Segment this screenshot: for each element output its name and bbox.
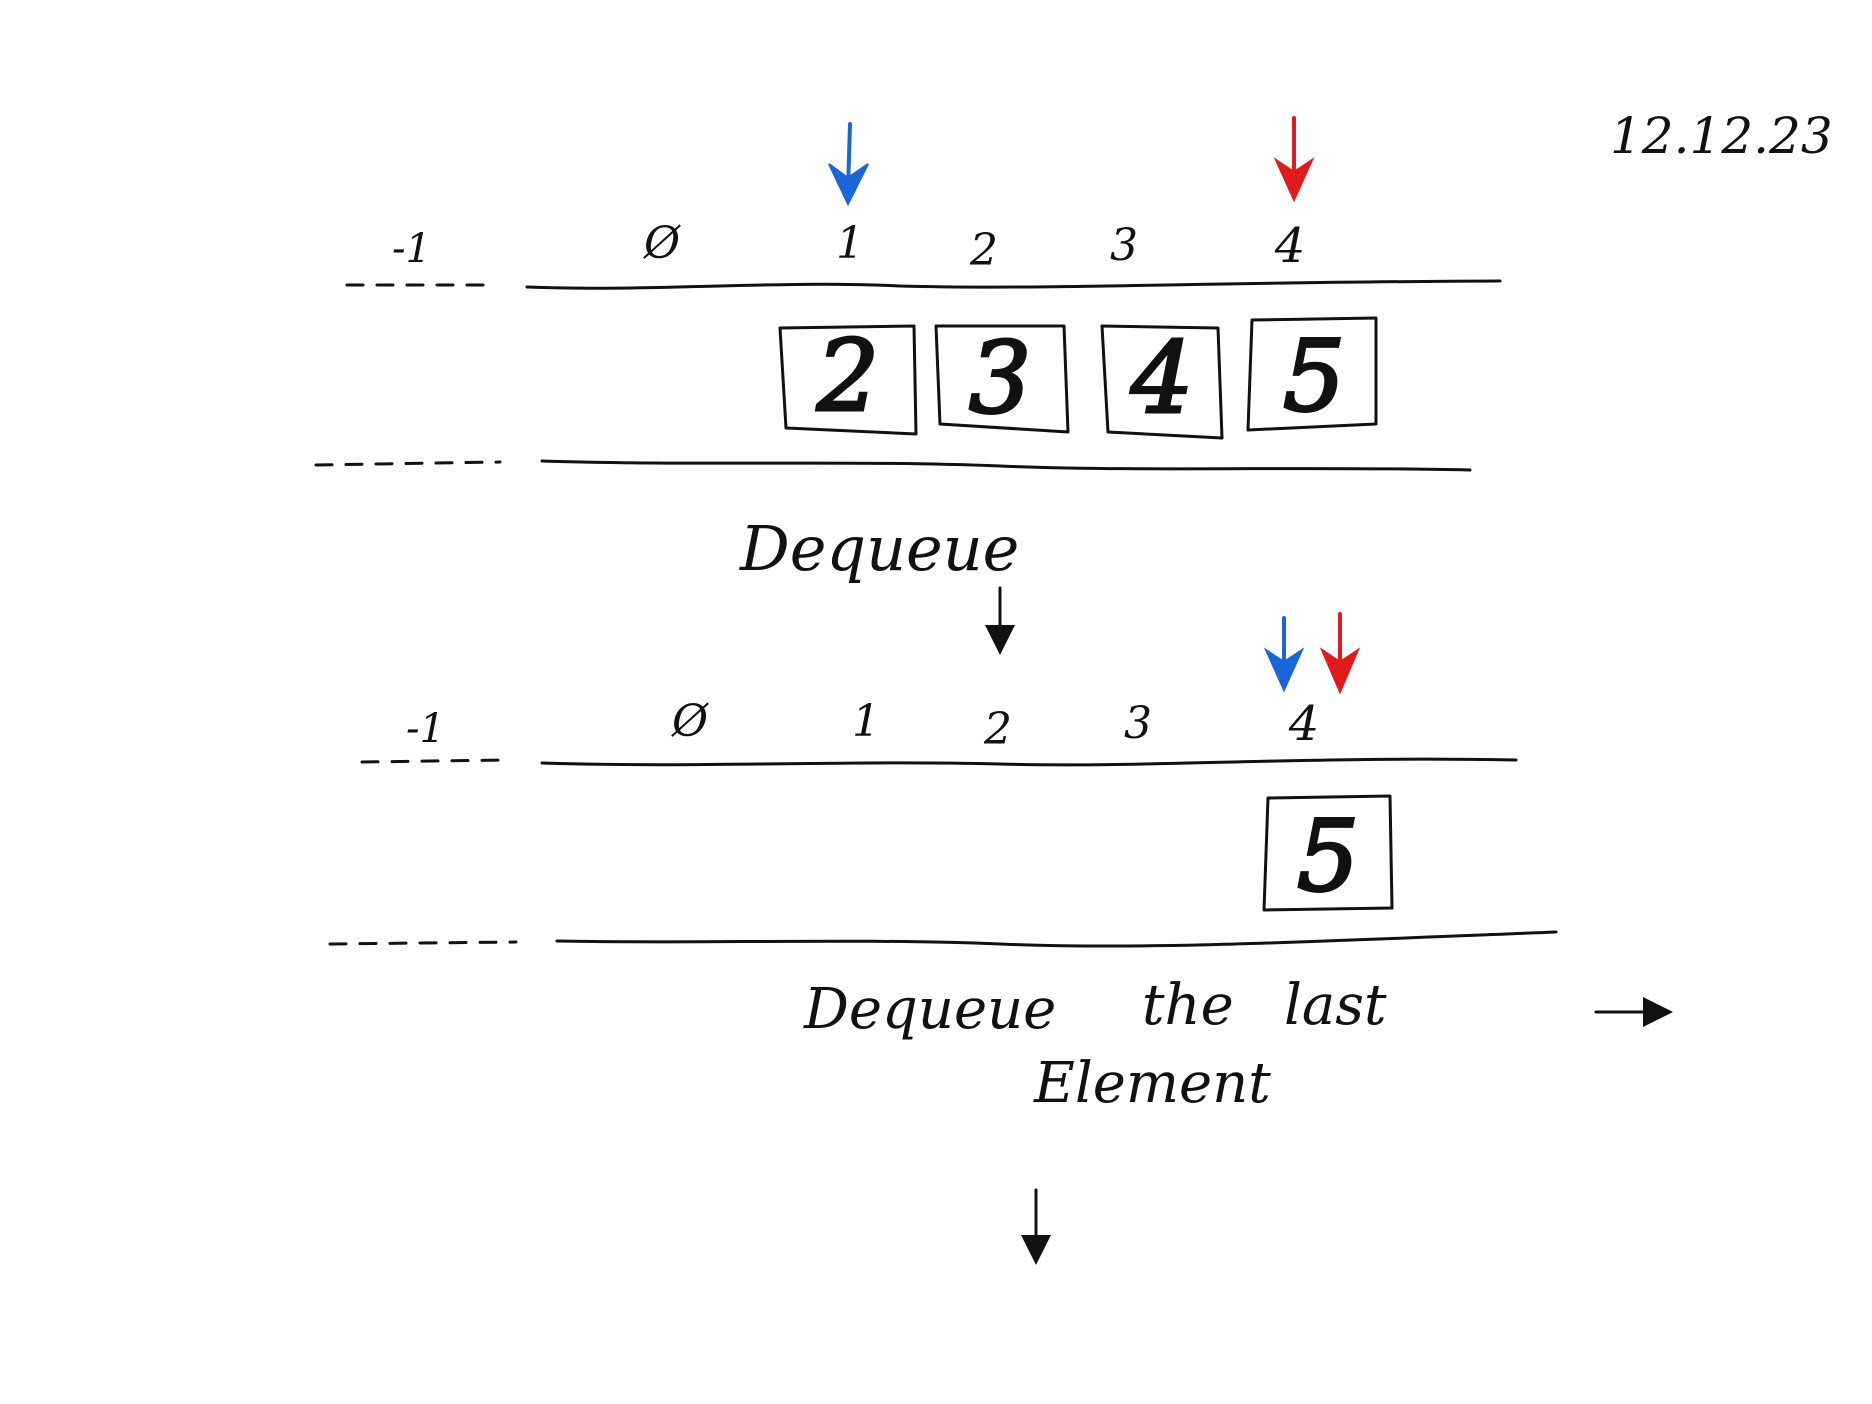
queue-element-value: 5 [1283,320,1345,434]
queue-element-value: 4 [1130,322,1193,436]
last-word: last [1284,973,1387,1038]
blue-pointer-arrow [1263,616,1305,693]
blue-pointer-arrow [828,122,869,207]
queue-element-box: 5 [1262,794,1394,916]
bottom-index-label: 1 [852,696,880,747]
bottom-queue-upper-dashes [360,758,507,764]
bottom-queue-lower-rail [555,930,1558,948]
bottom-index-label: 2 [983,704,1012,755]
bottom-index-label: Ø [671,696,709,747]
queue-element-value: 2 [816,320,879,434]
top-queue: -1 Ø 1 2 3 4 2 3 4 5 [314,116,1502,472]
top-queue-upper-rail [525,279,1502,290]
queue-element-value: 5 [1297,800,1359,914]
red-pointer-arrow [1273,116,1315,203]
queue-element-box: 5 [1246,316,1378,436]
queue-element-box: 4 [1100,321,1224,440]
dequeue-label: Dequeue [739,512,1019,585]
top-dashed-index-label: -1 [392,226,431,272]
top-index-label: 2 [969,225,998,276]
top-index-label: 3 [1110,220,1138,271]
top-index-label: Ø [643,218,681,269]
top-index-label: 1 [836,218,864,269]
the-word: the [1142,973,1234,1038]
bottom-index-label: 4 [1288,696,1320,752]
queue-element-box: 2 [778,319,918,436]
bottom-queue-upper-rail [540,757,1518,767]
queue-element-box: 3 [934,321,1070,438]
bottom-dashed-index-label: -1 [406,706,445,752]
date-label: 12.12.23 [1610,107,1833,165]
dequeue-last-element-label: Dequeue the last Element [803,973,1387,1116]
dequeue-word: Dequeue [803,977,1056,1042]
bottom-queue-lower-dashes [328,940,518,946]
bottom-index-label: 3 [1124,698,1152,749]
queue-element-value: 3 [969,322,1031,436]
top-index-label: 4 [1274,218,1306,274]
top-queue-lower-rail [540,459,1472,472]
red-pointer-arrow [1319,612,1361,695]
top-queue-lower-dashes [314,460,502,467]
bottom-queue: -1 Ø 1 2 3 4 5 [328,612,1558,948]
element-word: Element [1033,1051,1271,1116]
